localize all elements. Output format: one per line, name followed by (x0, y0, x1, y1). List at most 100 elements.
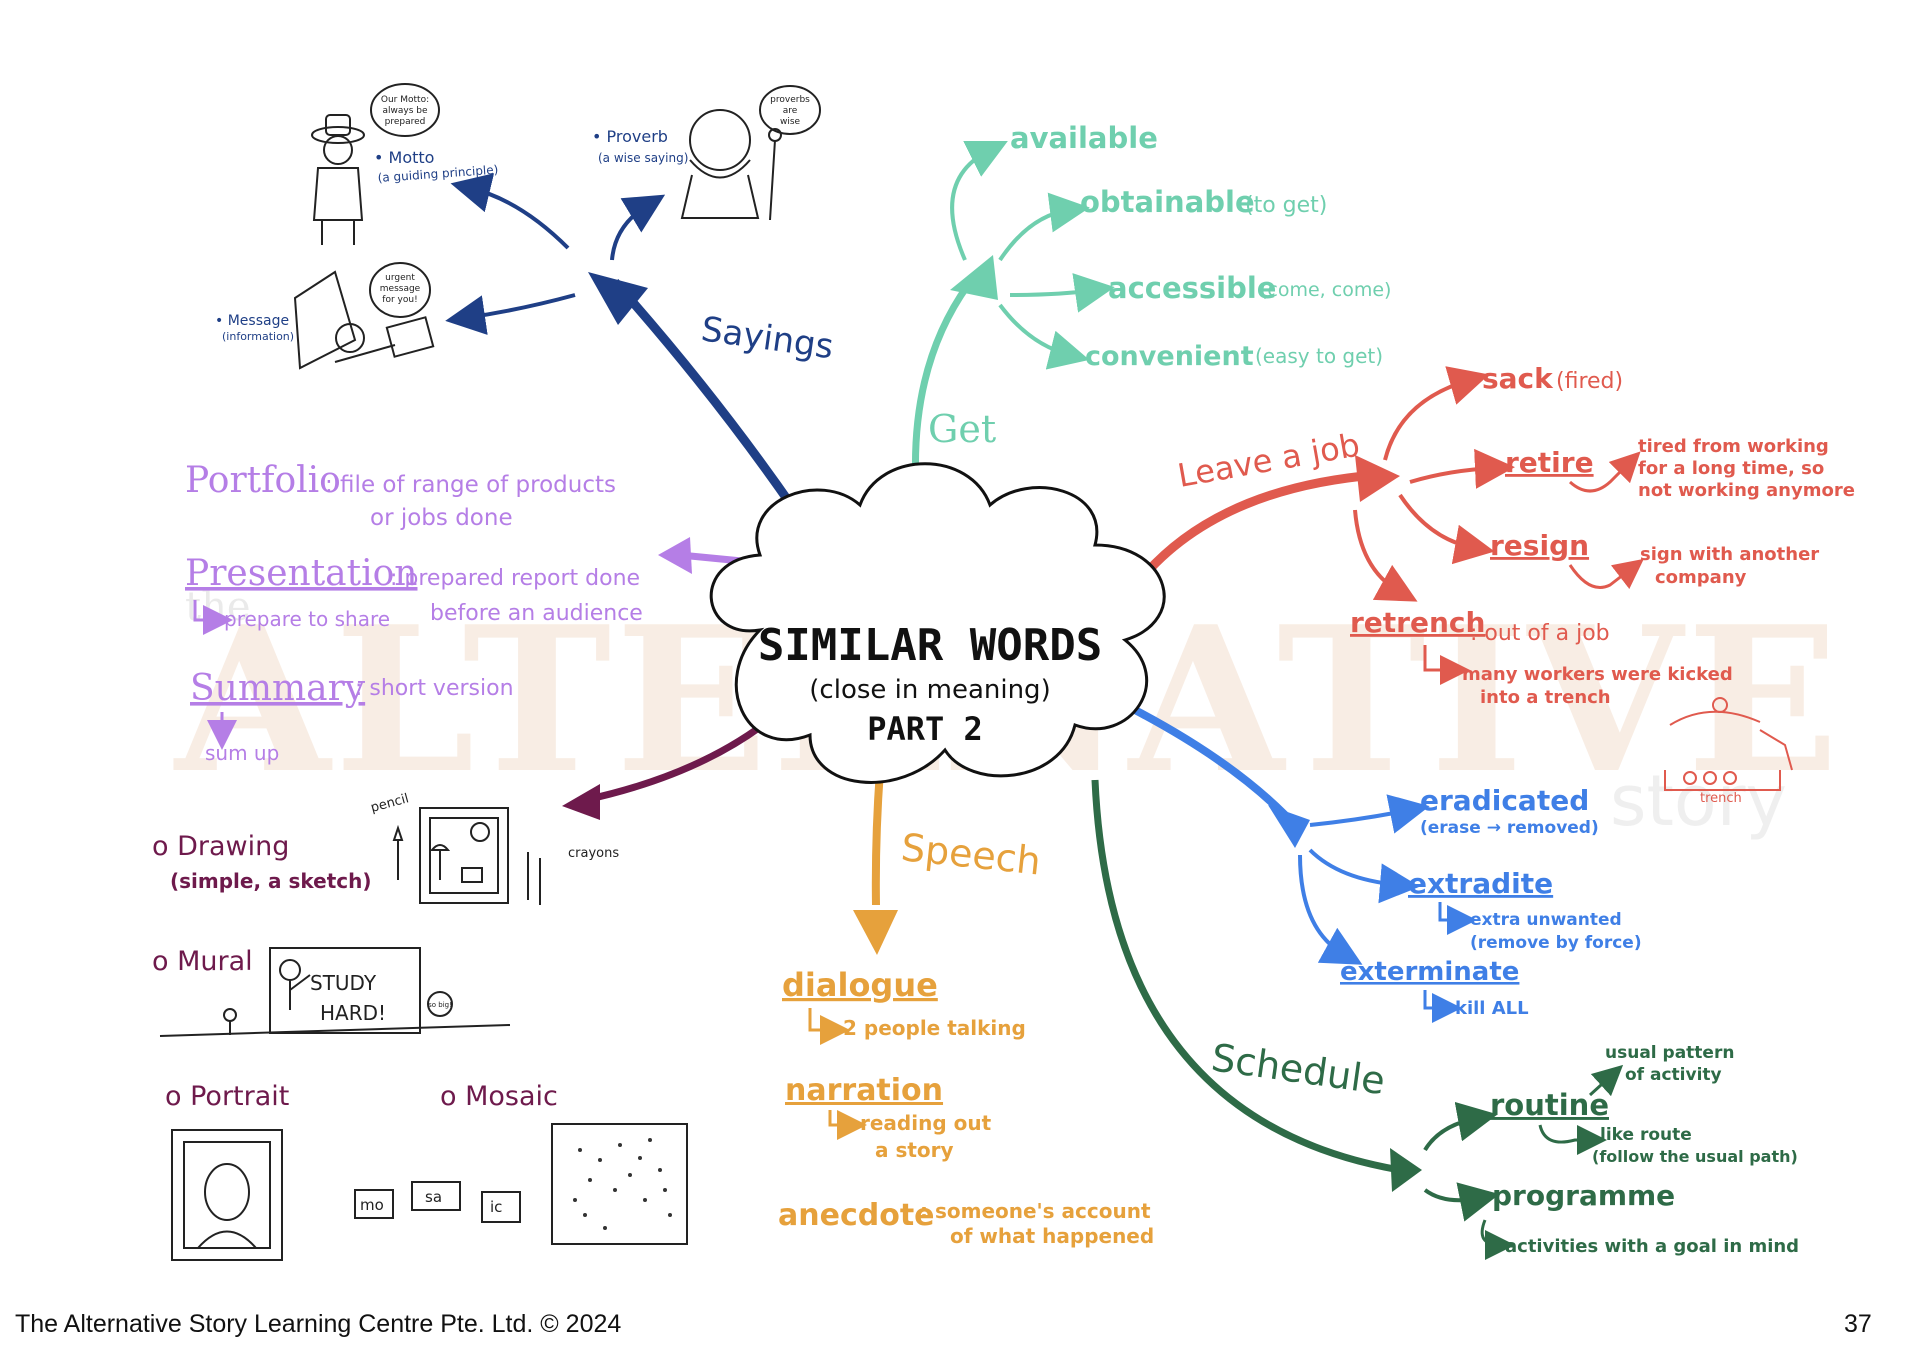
sayings-label: Sayings (699, 309, 836, 367)
motto-bubble-line-2: always be (382, 106, 427, 116)
proverb-bubble-line-2: are (783, 106, 798, 116)
art-arrow (584, 715, 775, 804)
drawing-label: o Drawing (152, 831, 289, 862)
get-item-2: obtainable (1080, 185, 1255, 219)
anecdote-word: anecdote (778, 1198, 935, 1233)
footer-copyright: The Alternative Story Learning Centre Pt… (15, 1310, 622, 1338)
routine-word: routine (1490, 1088, 1609, 1122)
message-def: (information) (222, 330, 294, 343)
portfolio-branch: Portfolio : file of range of products or… (185, 460, 643, 765)
portfolio-arrowhead (658, 537, 692, 574)
message-bubble-line-3: for you! (382, 295, 417, 305)
message-label: • Message (215, 313, 289, 329)
exterminate-note: kill ALL (1455, 998, 1529, 1019)
exterminate-word: exterminate (1340, 957, 1519, 987)
sayings-arrow (611, 279, 809, 528)
drawing-def: (simple, a sketch) (170, 869, 372, 893)
mural-text-2: HARD! (320, 1001, 386, 1025)
proverb-bubble-line-3: wise (780, 117, 801, 127)
schedule-label: Schedule (1209, 1035, 1388, 1103)
summary-def: : short version (355, 676, 514, 701)
presentation-word: Presentation (185, 553, 417, 594)
extradite-note-2: (remove by force) (1470, 933, 1642, 953)
narration-word: narration (785, 1073, 943, 1108)
motto-illustration: Our Motto: always be prepared (311, 83, 440, 245)
speech-branch: Speech dialogue 2 people talking narrati… (778, 825, 1154, 1248)
retire-word: retire (1505, 446, 1594, 479)
sack-note: (fired) (1556, 369, 1623, 394)
proverb-bubble-line-1: proverbs (770, 95, 810, 105)
get-item-1: available (1010, 121, 1158, 155)
presentation-def-1: : prepared report done (390, 566, 640, 591)
trench-caption: trench (1700, 791, 1742, 806)
get-item-3: accessible (1108, 271, 1276, 305)
mosaic-tile-1: mo (360, 1196, 384, 1214)
cloud-shape (709, 462, 1166, 784)
speech-arrow (871, 769, 884, 906)
proverb-illustration: proverbs are wise (680, 85, 821, 221)
get-label: Get (928, 407, 996, 451)
get-item-2-note: (to get) (1245, 193, 1327, 218)
proverb-def: (a wise saying) (598, 151, 688, 165)
retrench-note-2: into a trench (1480, 687, 1611, 708)
resign-note-1: sign with another (1640, 544, 1819, 565)
retrench-word: retrench (1350, 606, 1485, 639)
portrait-illustration (171, 1129, 283, 1261)
message-bubble-line-2: message (380, 284, 421, 294)
crayons-caption: crayons (568, 846, 619, 861)
resign-word: resign (1490, 529, 1589, 562)
get-item-4: convenient (1085, 341, 1254, 372)
mosaic-label: o Mosaic (440, 1081, 558, 1112)
resign-note-2: company (1655, 567, 1747, 588)
get-branch: Get available obtainable (to get) access… (928, 121, 1391, 451)
anecdote-def-2: of what happened (950, 1224, 1154, 1248)
summary-word: Summary (190, 668, 366, 709)
dialogue-note: 2 people talking (843, 1016, 1026, 1040)
proverb-label: • Proverb (592, 127, 668, 146)
sack-word: sack (1482, 362, 1554, 395)
get-item-3-note: (come, come) (1260, 279, 1391, 301)
center-subtitle: (close in meaning) (809, 675, 1050, 705)
summary-note: sum up (205, 741, 279, 765)
trench-illustration: trench (1664, 697, 1793, 806)
speech-label: Speech (899, 825, 1043, 883)
mural-label: o Mural (152, 946, 253, 977)
portrait-label: o Portrait (165, 1081, 289, 1112)
retire-note-2: for a long time, so (1638, 458, 1824, 479)
remove-branch: eradicated (erase → removed) extradite e… (1298, 784, 1642, 1023)
routine-note2-line-1: like route (1600, 1125, 1692, 1145)
watermark-story: story (1610, 760, 1787, 842)
speech-arrowhead (853, 910, 898, 955)
schedule-branch: Schedule routine usual pattern of activi… (1209, 1035, 1799, 1260)
mural-text-1: STUDY (310, 971, 377, 995)
retrench-def: : out of a job (1470, 621, 1610, 646)
eradicated-note: (erase → removed) (1420, 818, 1599, 838)
schedule-arrow (1091, 779, 1401, 1174)
message-bubble-line-1: urgent (385, 273, 415, 283)
message-illustration: urgent message for you! (293, 262, 435, 370)
eradicated-word: eradicated (1420, 784, 1589, 817)
center-cloud: SIMILAR WORDS (close in meaning) PART 2 (709, 462, 1166, 784)
motto-bubble-line-3: prepared (385, 117, 426, 127)
motto-bubble-line-1: Our Motto: (381, 95, 429, 105)
get-item-4-note: (easy to get) (1255, 344, 1383, 368)
narration-note-1: reading out (860, 1111, 992, 1135)
art-branch: o Drawing (simple, a sketch) o Mural o P… (152, 831, 558, 1112)
center-part: PART 2 (867, 710, 983, 748)
leave-arrowhead (1355, 455, 1400, 502)
mosaic-tile-3: ic (490, 1198, 502, 1216)
routine-note1-line-1: usual pattern (1605, 1043, 1734, 1063)
anecdote-def-1: : someone's account (920, 1199, 1151, 1223)
mosaic-tile-2: sa (425, 1188, 442, 1206)
remove-arrow (1133, 706, 1288, 818)
retire-note-1: tired from working (1638, 436, 1829, 457)
motto-label: • Motto (374, 148, 434, 167)
extradite-word: extradite (1408, 867, 1553, 900)
routine-note1-line-2: of activity (1625, 1065, 1722, 1085)
schedule-arrowhead (1390, 1148, 1422, 1192)
dialogue-word: dialogue (782, 966, 938, 1004)
programme-word: programme (1492, 1179, 1675, 1212)
programme-note: activities with a goal in mind (1505, 1236, 1799, 1257)
routine-note2-line-2: (follow the usual path) (1592, 1147, 1798, 1166)
